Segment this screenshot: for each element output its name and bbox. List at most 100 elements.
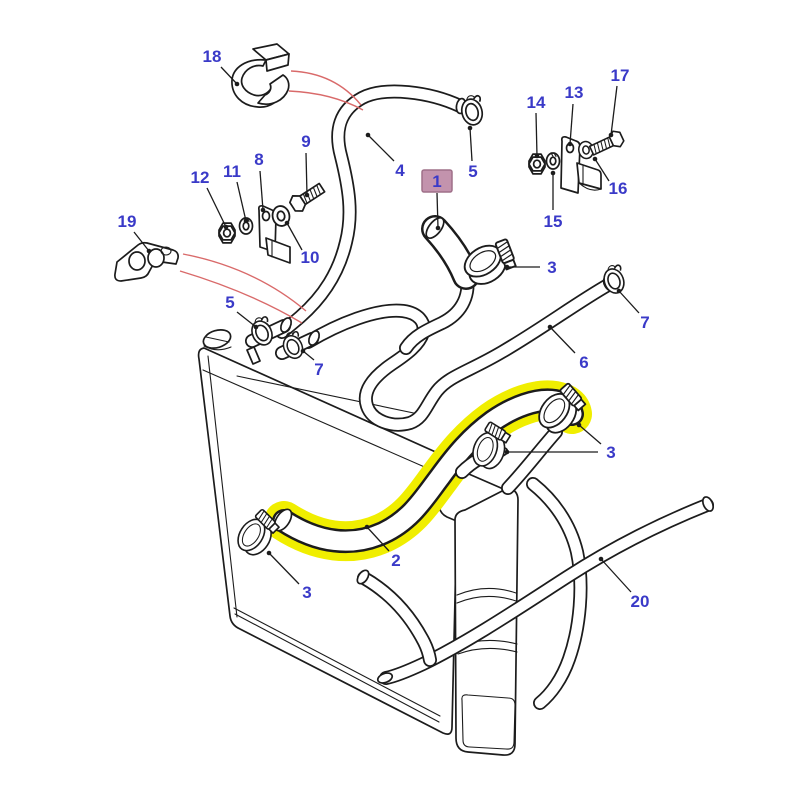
bolt-9: [289, 182, 326, 212]
callout-number: 5: [225, 293, 234, 312]
leader-line: [220, 66, 238, 85]
leader-dot: [534, 153, 540, 159]
hose-1-top-hose: [399, 215, 480, 355]
leader-dot: [467, 125, 473, 131]
clamp-3-lower-right: [472, 421, 512, 470]
leader-line: [600, 558, 632, 593]
leader-dot: [266, 550, 272, 556]
callout-15[interactable]: 15: [544, 170, 563, 231]
callout-number: 10: [301, 248, 320, 267]
callout-9[interactable]: 9: [301, 132, 311, 198]
callout-10[interactable]: 10: [284, 220, 320, 267]
leader-dot: [304, 192, 310, 198]
leader-dot: [550, 170, 556, 176]
callout-number: 20: [631, 592, 650, 611]
leader-line: [610, 85, 618, 136]
callout-5-top[interactable]: 5: [467, 125, 478, 181]
callout-number: 11: [223, 162, 241, 181]
callout-11[interactable]: 11: [223, 162, 249, 224]
leader-line: [133, 231, 150, 252]
leader-dot: [253, 324, 259, 330]
leader-line: [436, 192, 439, 229]
bracket-8: [257, 204, 291, 264]
leader-dot: [598, 556, 604, 562]
hardware-layer: [218, 94, 625, 556]
callout-number: 1: [432, 172, 441, 191]
leader-dot: [223, 224, 229, 230]
callout-number: 7: [640, 313, 649, 332]
leader-dot: [243, 218, 249, 224]
callout-7-right[interactable]: 7: [616, 288, 650, 332]
callout-number: 16: [609, 179, 628, 198]
leader-dot: [284, 220, 290, 226]
bracket-19: [114, 241, 179, 282]
callout-number: 17: [611, 66, 630, 85]
leader-line: [302, 350, 315, 361]
callout-number: 18: [203, 47, 222, 66]
red-guide-layer: [179, 70, 364, 324]
clamp-7-left: [282, 331, 304, 360]
callout-18[interactable]: 18: [203, 47, 240, 87]
callout-20[interactable]: 20: [598, 556, 650, 611]
callout-number: 2: [391, 551, 400, 570]
hose-20: [356, 496, 715, 685]
callout-number: 3: [606, 443, 615, 462]
leader-dot: [300, 348, 306, 354]
red-guide-line-3: [182, 253, 307, 312]
callout-17[interactable]: 17: [608, 66, 630, 138]
callout-number: 9: [301, 132, 310, 151]
red-guide-line-4: [179, 270, 303, 324]
leader-dot: [365, 132, 371, 138]
hose-20-open-end: [376, 672, 394, 684]
callout-number: 12: [191, 168, 210, 187]
leader-dot: [547, 324, 553, 330]
leader-line: [268, 552, 300, 585]
callout-4[interactable]: 4: [365, 132, 406, 180]
callout-number: 8: [254, 150, 263, 169]
callout-16[interactable]: 16: [592, 156, 628, 198]
leader-line: [367, 134, 395, 162]
leader-dot: [616, 288, 622, 294]
nut-14: [528, 153, 546, 175]
leader-line: [305, 152, 308, 196]
leader-line: [535, 112, 538, 157]
callout-13[interactable]: 13: [565, 83, 584, 147]
clamp-3-upper-right: [538, 382, 587, 434]
callout-6[interactable]: 6: [547, 324, 589, 372]
leader-dot: [576, 422, 582, 428]
callout-12[interactable]: 12: [191, 168, 229, 230]
leader-line: [206, 187, 227, 228]
callout-number: 4: [395, 161, 405, 180]
leader-dot: [504, 264, 510, 270]
leader-dot: [567, 141, 573, 147]
hose-1-open-end: [425, 216, 445, 240]
leader-line: [569, 103, 574, 145]
callout-layer: 18 4 5 1 14 13 17 16 15 12 11 8 9 10 19 5 7 6 7 3 3 2 3 20: [118, 47, 650, 611]
callout-19[interactable]: 19: [118, 212, 152, 254]
leader-dot: [234, 81, 240, 87]
leader-line: [259, 170, 264, 211]
callout-3-bottom[interactable]: 3: [266, 550, 312, 602]
leader-line: [236, 311, 257, 328]
callout-2[interactable]: 2: [364, 524, 401, 570]
callout-7-left[interactable]: 7: [300, 348, 324, 379]
callout-1[interactable]: 1: [421, 169, 453, 231]
callout-number: 3: [302, 583, 311, 602]
leader-line: [469, 127, 473, 162]
callout-14[interactable]: 14: [527, 93, 546, 159]
callout-3-top[interactable]: 3: [504, 258, 557, 277]
bracket-18: [231, 43, 290, 108]
leader-line: [578, 424, 602, 445]
callout-number: 15: [544, 212, 563, 231]
callout-8[interactable]: 8: [254, 150, 266, 213]
leader-line: [594, 158, 610, 182]
callout-number: 13: [565, 83, 584, 102]
nut-12: [218, 222, 236, 244]
callout-5-left[interactable]: 5: [225, 293, 259, 330]
red-guide-line-2: [288, 90, 364, 111]
selected-callout-box: [421, 169, 453, 193]
callout-3-right[interactable]: 3: [504, 422, 616, 462]
clamp-3-top: [463, 238, 517, 285]
